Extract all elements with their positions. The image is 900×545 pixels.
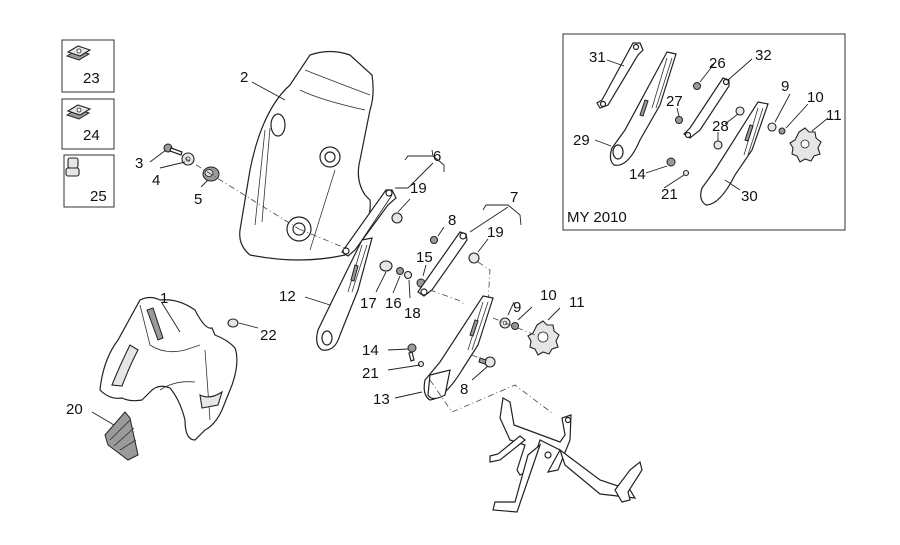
washer-part-21[interactable] — [417, 360, 425, 368]
callout-14: 14 — [362, 342, 379, 359]
screw-part-8-lower[interactable] — [478, 356, 496, 368]
inset-callout-11: 11 — [826, 107, 842, 124]
screw-part-3[interactable] — [163, 143, 183, 156]
callout-8-lower: 8 — [460, 381, 468, 398]
callout-21: 21 — [362, 365, 379, 382]
slider-part-13[interactable] — [423, 295, 494, 401]
inset-callout-14: 14 — [629, 166, 646, 183]
bush-part-28-lower[interactable] — [713, 140, 723, 150]
inset-callout-9: 9 — [781, 78, 789, 95]
callout-5: 5 — [194, 191, 202, 208]
part-number-25: 25 — [90, 188, 107, 205]
slider-part-30[interactable] — [700, 101, 769, 206]
washer-part-9[interactable] — [499, 317, 511, 329]
bracket-part-6[interactable] — [341, 189, 397, 257]
inset-callout-30: 30 — [741, 188, 758, 205]
callout-4: 4 — [152, 172, 160, 189]
callout-13: 13 — [373, 391, 390, 408]
part-box-24[interactable]: 24 — [61, 98, 115, 150]
screw-part-26[interactable] — [693, 82, 701, 90]
callout-20: 20 — [66, 401, 83, 418]
callout-3: 3 — [135, 155, 143, 172]
callout-1: 1 — [160, 290, 168, 307]
callout-9: 9 — [513, 299, 521, 316]
inset-callout-27: 27 — [666, 93, 683, 110]
front-frame-subassembly[interactable] — [489, 397, 643, 513]
grommet-part-22[interactable] — [227, 318, 239, 328]
front-fairing-part-1[interactable] — [99, 296, 238, 441]
callout-22: 22 — [260, 327, 277, 344]
washer-part-4[interactable] — [181, 152, 195, 166]
callout-7: 7 — [510, 189, 518, 206]
leader-lines — [91, 81, 561, 426]
bush-part-17[interactable] — [379, 260, 393, 272]
knob-part-11-inset[interactable] — [789, 127, 822, 163]
bush-part-19-upper[interactable] — [391, 212, 403, 224]
screw-part-14-inset[interactable] — [666, 157, 676, 167]
callout-19-lower: 19 — [487, 224, 504, 241]
callout-8-upper: 8 — [448, 212, 456, 229]
spring-nut-icon — [65, 45, 92, 61]
washer-part-18[interactable] — [403, 270, 413, 280]
part-box-23[interactable]: 23 — [61, 39, 115, 93]
slider-part-29[interactable] — [609, 51, 677, 166]
bush-icon — [65, 157, 80, 177]
callout-16: 16 — [385, 295, 402, 312]
washer-part-9-inset[interactable] — [767, 122, 777, 132]
inset-callout-26: 26 — [709, 55, 726, 72]
inset-callout-29: 29 — [573, 132, 590, 149]
knob-part-11[interactable] — [527, 320, 560, 356]
callout-15: 15 — [416, 249, 433, 266]
windscreen-part-2[interactable] — [239, 50, 374, 261]
spring-nut-icon — [65, 104, 92, 120]
part-box-25[interactable]: 25 — [63, 154, 115, 208]
callout-19-upper: 19 — [410, 180, 427, 197]
screw-part-8-upper[interactable] — [430, 236, 438, 244]
callout-12: 12 — [279, 288, 296, 305]
callouts-inset: 31 26 32 9 10 11 27 28 29 14 21 30 — [573, 47, 842, 205]
callout-2: 2 — [240, 69, 248, 86]
part-number-24: 24 — [83, 127, 100, 144]
inset-callout-10: 10 — [807, 89, 824, 106]
inset-callout-21: 21 — [661, 186, 678, 203]
washer-part-10-inset[interactable] — [778, 127, 786, 135]
part-number-23: 23 — [83, 70, 100, 87]
inset-callout-28: 28 — [712, 118, 729, 135]
callouts-main: 2 3 4 5 6 19 7 8 19 15 12 17 16 18 9 10 … — [66, 69, 585, 418]
bush-part-19-lower[interactable] — [468, 252, 480, 264]
callout-6: 6 — [433, 148, 441, 165]
inset-callout-31: 31 — [589, 49, 606, 66]
callout-10: 10 — [540, 287, 557, 304]
washer-part-16[interactable] — [396, 267, 404, 275]
leader-lines-inset — [594, 58, 829, 191]
callout-11: 11 — [569, 294, 585, 311]
bracket-part-32[interactable] — [683, 77, 730, 139]
callout-18: 18 — [404, 305, 421, 322]
washer-part-10[interactable] — [511, 322, 519, 330]
bush-part-28-upper[interactable] — [735, 106, 745, 116]
inset-callout-32: 32 — [755, 47, 772, 64]
slider-part-12[interactable] — [316, 237, 373, 351]
bracket-part-7[interactable] — [417, 231, 468, 297]
screw-part-27[interactable] — [675, 116, 683, 124]
screw-part-14[interactable] — [407, 343, 417, 362]
bracket-part-31[interactable] — [596, 42, 644, 109]
washer-part-21-inset[interactable] — [682, 169, 690, 177]
my2010-inset: MY 2010 — [562, 33, 846, 231]
callout-17: 17 — [360, 295, 377, 312]
grille-part-20[interactable] — [104, 411, 139, 461]
inset-caption: MY 2010 — [567, 209, 627, 226]
